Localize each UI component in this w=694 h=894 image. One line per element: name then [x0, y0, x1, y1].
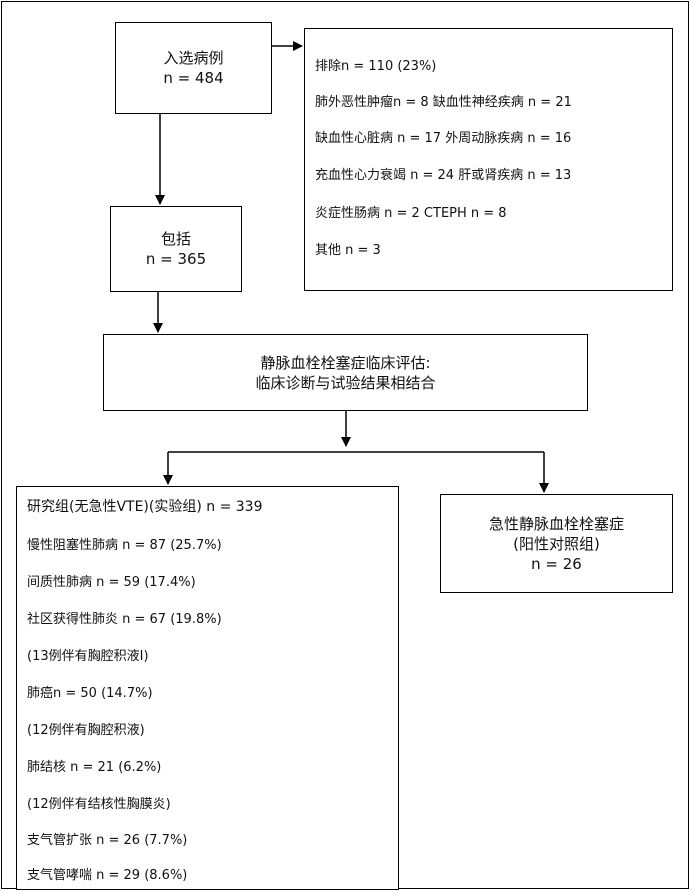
excluded-item: 炎症性肠病 n = 2 CTEPH n = 8 [315, 206, 507, 221]
study-group-note: (12例伴有结核性胸膜炎) [27, 797, 171, 812]
study-group-note: (13例伴有胸腔积液I) [27, 649, 149, 664]
enrolled-box: 入选病例 n = 484 [115, 22, 272, 114]
assessment-box: 静脉血栓栓塞症临床评估: 临床诊断与试验结果相结合 [103, 334, 588, 411]
excluded-box: 排除n = 110 (23%) 肺外恶性肿瘤n = 8 缺血性神经疾病 n = … [304, 28, 673, 291]
study-group-item: 肺癌n = 50 (14.7%) [27, 686, 153, 701]
study-group-box: 研究组(无急性VTE)(实验组) n = 339 慢性阻塞性肺病 n = 87 … [16, 486, 399, 890]
control-group-box: 急性静脉血栓栓塞症 (阳性对照组) n = 26 [440, 494, 673, 593]
included-count: n = 365 [145, 250, 207, 268]
control-group-line-1: 急性静脉血栓栓塞症 [488, 514, 624, 533]
assessment-line-2: 临床诊断与试验结果相结合 [255, 373, 436, 392]
study-group-note: (12例伴有胸腔积液) [27, 723, 145, 738]
control-group-count: n = 26 [531, 554, 582, 573]
included-box: 包括 n = 365 [110, 206, 242, 292]
excluded-total: 排除n = 110 (23%) [315, 59, 437, 74]
study-group-item: 肺结核 n = 21 (6.2%) [27, 760, 162, 775]
excluded-item: 肺外恶性肿瘤n = 8 缺血性神经疾病 n = 21 [315, 95, 572, 110]
study-group-item: 社区获得性肺炎 n = 67 (19.8%) [27, 612, 222, 627]
included-title: 包括 [160, 230, 191, 248]
study-group-title: 研究组(无急性VTE)(实验组) n = 339 [27, 499, 263, 515]
excluded-item: 充血性心力衰竭 n = 24 肝或肾疾病 n = 13 [315, 168, 572, 183]
assessment-line-1: 静脉血栓栓塞症临床评估: [260, 353, 431, 372]
enrolled-title: 入选病例 [163, 49, 224, 67]
control-group-line-2: (阳性对照组) [513, 534, 600, 553]
study-group-item: 慢性阻塞性肺病 n = 87 (25.7%) [27, 538, 222, 553]
study-group-item: 支气管哮喘 n = 29 (8.6%) [27, 868, 188, 883]
study-group-item: 间质性肺病 n = 59 (17.4%) [27, 575, 196, 590]
enrolled-count: n = 484 [163, 69, 224, 87]
study-group-item: 支气管扩张 n = 26 (7.7%) [27, 833, 188, 848]
excluded-item: 缺血性心脏病 n = 17 外周动脉疾病 n = 16 [315, 131, 572, 146]
excluded-item: 其他 n = 3 [315, 243, 381, 258]
